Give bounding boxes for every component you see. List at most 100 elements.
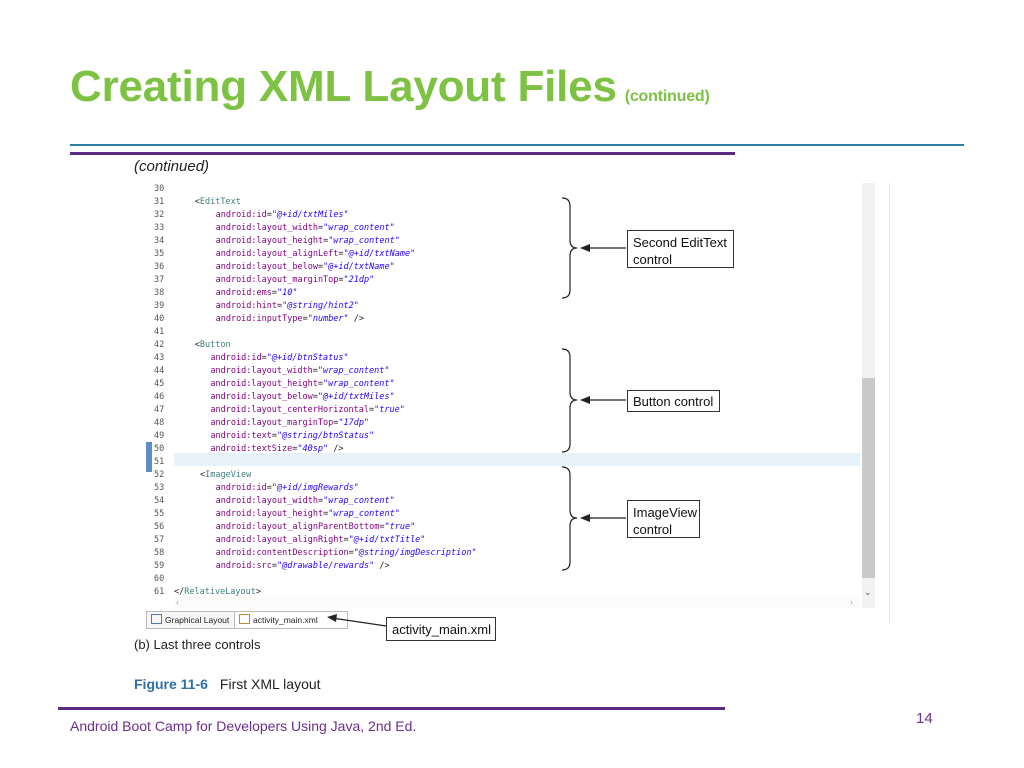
horizontal-scrollbar[interactable] <box>174 597 860 608</box>
tab-graphical-layout[interactable]: Graphical Layout <box>146 611 242 629</box>
page-number: 14 <box>916 710 933 727</box>
code-text: <Button <box>195 340 231 350</box>
code-token: = <box>317 262 324 272</box>
code-line[interactable]: 30 <box>144 183 174 196</box>
code-text: android:layout_height="wrap_content" <box>216 509 400 519</box>
code-token: android:layout_height <box>210 379 318 389</box>
code-text: android:layout_alignLeft="@+id/txtName" <box>216 249 416 259</box>
code-text: android:layout_width="wrap_content" <box>216 223 395 233</box>
code-token: "@+id/txtName" <box>323 262 395 272</box>
tab-activity-main-xml-label: activity_main.xml <box>253 615 318 625</box>
line-number: 55 <box>154 509 165 519</box>
code-token: > <box>255 587 262 597</box>
vertical-scrollbar-thumb[interactable] <box>862 378 875 578</box>
code-line[interactable]: 38 android:ems="10" <box>144 287 298 300</box>
code-text: android:layout_width="wrap_content" <box>210 366 389 376</box>
code-line[interactable]: 33 android:layout_width="wrap_content" <box>144 222 395 235</box>
slide-title-suffix: (continued) <box>624 88 710 105</box>
code-token: android:layout_alignRight <box>215 535 344 545</box>
line-number: 34 <box>154 236 165 246</box>
code-token: "@+id/txtMiles" <box>271 210 349 220</box>
line-number: 30 <box>154 184 165 194</box>
line-number: 38 <box>154 288 165 298</box>
code-token: "17dp" <box>338 418 370 428</box>
line-number: 59 <box>154 561 165 571</box>
xml-file-icon <box>239 614 250 624</box>
line-number: 54 <box>154 496 165 506</box>
code-token: EditText <box>199 197 241 207</box>
code-token: android:id <box>215 210 267 220</box>
code-token: "@+id/txtName" <box>343 249 416 259</box>
code-token: = <box>338 275 344 285</box>
current-line-highlight <box>174 453 860 466</box>
scroll-right-icon[interactable]: › <box>850 597 853 607</box>
code-line[interactable]: 46 android:layout_below="@+id/txtMiles" <box>144 391 395 404</box>
slide-title-text: Creating XML Layout Files <box>70 62 617 111</box>
code-token: "wrap_content" <box>328 509 400 519</box>
code-token: android:ems <box>215 288 272 298</box>
code-token: < <box>194 197 200 207</box>
code-token: "@drawable/rewards" <box>277 561 375 571</box>
scroll-left-icon[interactable]: ‹ <box>176 597 179 607</box>
code-token: android:layout_marginTop <box>210 418 334 428</box>
line-number: 33 <box>154 223 165 233</box>
code-token: "10" <box>277 288 298 298</box>
code-text: android:layout_height="wrap_content" <box>216 236 400 246</box>
line-number: 48 <box>154 418 165 428</box>
code-line[interactable]: 51 <box>144 456 174 469</box>
code-line[interactable]: 48 android:layout_marginTop="17dp" <box>144 417 369 430</box>
code-token: "@+id/txtTitle" <box>348 535 426 545</box>
code-line[interactable]: 31<EditText <box>144 196 241 209</box>
line-number: 44 <box>154 366 165 376</box>
line-number: 46 <box>154 392 165 402</box>
code-token: android:layout_height <box>215 509 324 519</box>
code-token: = <box>312 392 318 402</box>
line-number: 41 <box>154 327 165 337</box>
code-line[interactable]: 41 <box>144 326 174 339</box>
code-line[interactable]: 52<ImageView <box>144 469 251 482</box>
scroll-down-icon[interactable]: ⌄ <box>864 587 872 597</box>
code-token: = <box>369 405 375 415</box>
line-number: 56 <box>154 522 165 532</box>
code-line[interactable]: 55 android:layout_height="wrap_content" <box>144 508 400 521</box>
code-line[interactable]: 44 android:layout_width="wrap_content" <box>144 365 390 378</box>
code-line[interactable]: 60 <box>144 573 174 586</box>
continued-caption: (continued) <box>134 158 210 175</box>
line-number: 42 <box>154 340 165 350</box>
code-token: android:layout_below <box>210 392 313 402</box>
code-token: = <box>323 236 329 246</box>
code-token: = <box>266 210 272 220</box>
line-number: 45 <box>154 379 165 389</box>
code-token: "@+id/imgRewards" <box>271 483 359 493</box>
code-token: "@string/btnStatus" <box>276 431 375 441</box>
footer-rule <box>58 707 725 710</box>
code-line[interactable]: 34 android:layout_height="wrap_content" <box>144 235 400 248</box>
code-token: android:hint <box>215 301 278 311</box>
code-line[interactable]: 42 <Button <box>144 339 231 352</box>
line-number: 49 <box>154 431 165 441</box>
code-text: android:layout_marginTop="17dp" <box>210 418 369 428</box>
code-text: android:ems="10" <box>216 288 298 298</box>
code-text: android:layout_below="@+id/txtMiles" <box>210 392 394 402</box>
code-line[interactable]: 61</RelativeLayout> <box>144 586 261 599</box>
